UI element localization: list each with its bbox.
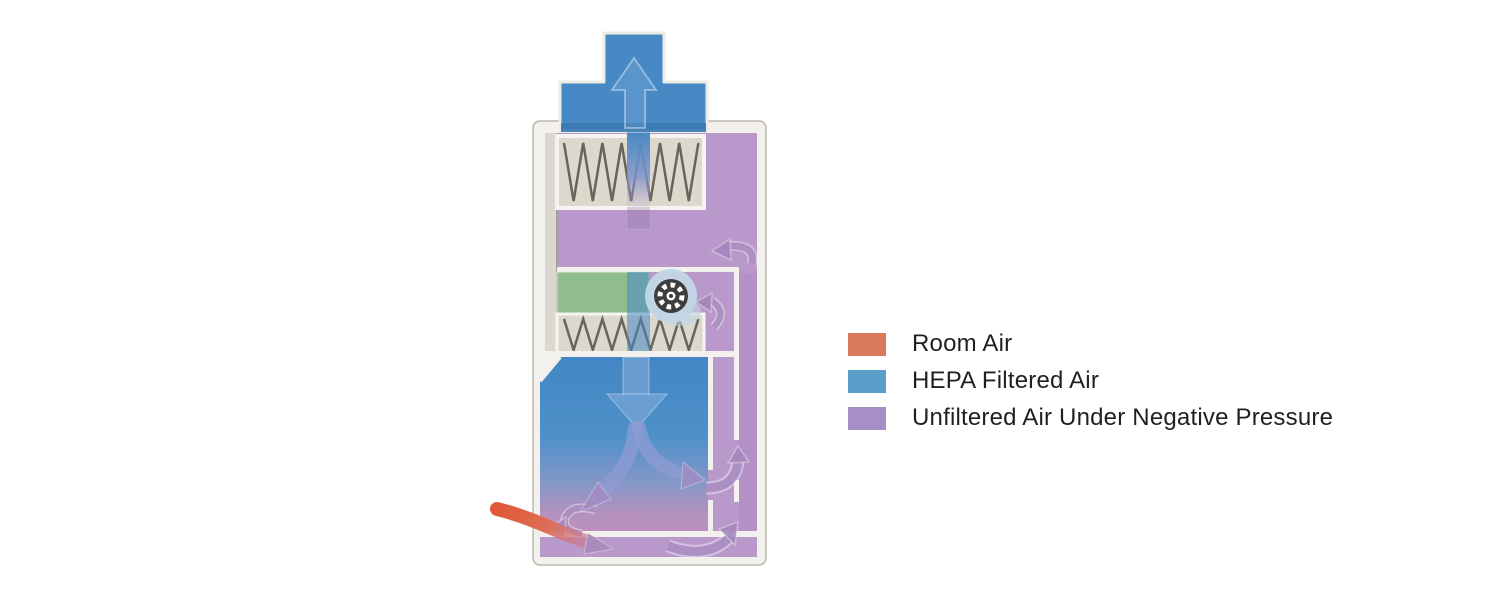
legend-label: Room Air bbox=[912, 330, 1013, 357]
exhaust-duct-airstream bbox=[627, 132, 650, 212]
airflow-curved-arrow-icon bbox=[726, 444, 751, 464]
legend-item-room-air: Room Air bbox=[848, 332, 1333, 356]
work-zone bbox=[540, 357, 708, 532]
internal-walls bbox=[538, 267, 757, 537]
rear-air-channel bbox=[739, 273, 757, 531]
room-air-inflow-arrow-icon bbox=[490, 502, 615, 555]
unfiltered-air-swatch bbox=[848, 406, 886, 430]
room-air-swatch bbox=[848, 332, 886, 356]
cabinet-left-wall bbox=[545, 133, 558, 373]
exhaust-stack bbox=[558, 31, 709, 133]
legend-item-unfiltered-air: Unfiltered Air Under Negative Pressure bbox=[848, 406, 1333, 430]
supply-duct-airstream bbox=[627, 272, 650, 358]
airflow-curved-arrow-icon bbox=[717, 520, 739, 547]
legend: Room Air HEPA Filtered Air Unfiltered Ai… bbox=[848, 332, 1333, 430]
down-split-arrow-icon bbox=[605, 393, 669, 430]
airflow-curved-arrow-icon bbox=[710, 237, 732, 262]
exhaust-up-arrow-icon bbox=[610, 56, 658, 129]
legend-label: Unfiltered Air Under Negative Pressure bbox=[912, 404, 1334, 431]
exhaust-duct-stub bbox=[626, 206, 651, 230]
legend-label: HEPA Filtered Air bbox=[912, 367, 1100, 394]
hepa-filtered-air-swatch bbox=[848, 369, 886, 393]
downflow-arrows bbox=[578, 356, 706, 514]
legend-item-hepa-filtered-air: HEPA Filtered Air bbox=[848, 369, 1333, 393]
airflow-curved-arrow-icon bbox=[694, 291, 713, 314]
blower-fan-icon bbox=[645, 269, 701, 326]
